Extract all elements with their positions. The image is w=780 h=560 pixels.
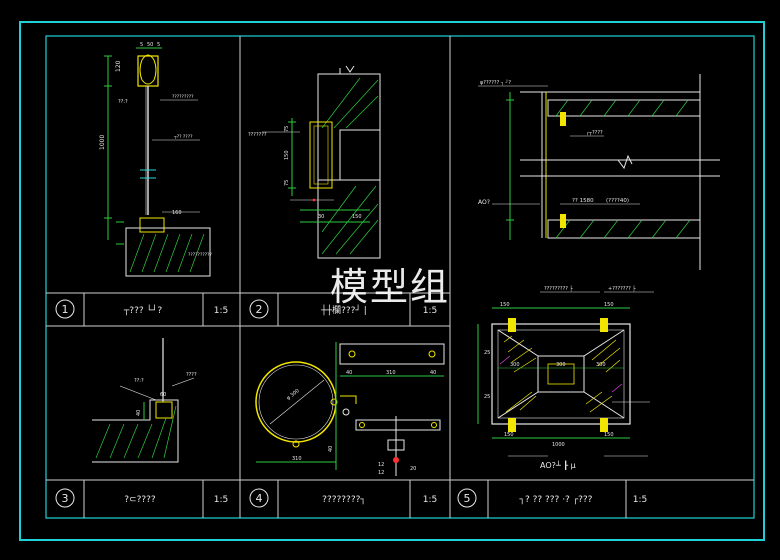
dim-label: 30	[318, 214, 324, 220]
detail-title: ┐? ?? ??? ·? ┌???	[519, 495, 593, 505]
inner-frame	[45, 35, 755, 519]
dim-label: 40	[136, 410, 142, 416]
hatch-pattern	[503, 335, 621, 413]
hatch-pattern	[555, 99, 691, 239]
note-label: +??????? ├	[608, 285, 636, 292]
title-cell-3: 3 ?⊂???? 1:5	[55, 480, 228, 518]
note-label: AO?	[478, 199, 490, 206]
title-cell-5: 5 ┐? ?? ??? ·? ┌??? 1:5	[457, 480, 647, 518]
dim-label: 300	[596, 362, 606, 368]
dim-label: 40	[430, 370, 436, 376]
detail-4-drawing: φ 300 310 40 310 40 12 12 20 40	[255, 342, 445, 476]
dim-label: 20	[410, 466, 416, 472]
outer-frame	[19, 21, 765, 541]
detail-5-section-drawing: φ?????? ┐ ┘? ┌┬???? ?? 1580 (????40) AO?	[478, 74, 720, 270]
dim-label: 5	[140, 42, 143, 48]
note-label: ?? 1580	[572, 198, 594, 204]
dim-label: 300	[510, 362, 520, 368]
dim-label: 120	[115, 60, 122, 72]
title-cell-2: 2 ┼┼欄???┘ | 1:5	[249, 293, 437, 326]
note-label: ??????????	[188, 252, 212, 258]
note-label: φ?????? ┐ ┘?	[480, 79, 511, 86]
hatch-pattern	[499, 355, 623, 393]
dim-label: 150	[604, 302, 614, 308]
detail-3-drawing: ??:? ???? 40 60	[92, 338, 197, 463]
dim-label: 5	[157, 42, 160, 48]
detail-1-drawing: 120 1000 5 50 5 ??:? ????????? ┬?? ???? …	[99, 42, 212, 277]
dim-label: 12	[378, 470, 384, 476]
title-cell-1: 1 ┬??? └┘? 1:5	[55, 293, 228, 326]
dim-label: 25	[484, 350, 490, 356]
sheet-grid	[46, 36, 754, 518]
detail-scale: 1:5	[214, 495, 228, 505]
note-label: ?????????	[172, 94, 194, 100]
dim-label: 25	[484, 394, 490, 400]
dim-label: 150	[604, 432, 614, 438]
detail-number-circle	[457, 488, 477, 508]
detail-number-circle	[249, 488, 269, 508]
detail-5-plan-drawing: 150 150 300 300 300 25 25 150 1000 150 ?…	[477, 285, 654, 470]
watermark-text: 模型组	[330, 265, 451, 309]
dim-label: 75	[284, 126, 290, 132]
dim-label: 150	[500, 302, 510, 308]
detail-title: ┼┼欄???┘ |	[320, 304, 366, 316]
detail-scale: 1:5	[423, 306, 437, 316]
dim-label: 300	[556, 362, 566, 368]
hatch-pattern	[321, 77, 379, 255]
detail-scale: 1:5	[214, 306, 228, 316]
plan-caption: AO?┴ ┠ µ	[540, 460, 576, 470]
dim-label: 310	[386, 370, 396, 376]
detail-number: 1	[62, 303, 69, 316]
note-label: ??:?	[118, 99, 128, 105]
detail-number-circle	[249, 299, 269, 319]
detail-number: 4	[256, 492, 263, 505]
note-label: ????	[186, 372, 197, 378]
detail-number-circle	[55, 299, 75, 319]
note-label: ┌┬????	[586, 130, 603, 136]
hatch-pattern	[129, 233, 205, 273]
dim-label: 75	[284, 180, 290, 186]
detail-number: 5	[464, 492, 471, 505]
note-label: ??:?	[134, 378, 144, 384]
dim-label: 12	[378, 462, 384, 468]
note-label: (????40)	[606, 198, 629, 204]
dim-label: 310	[292, 456, 302, 462]
title-cell-4: 4 ????????┐ 1:5	[249, 480, 437, 518]
detail-number: 2	[256, 303, 263, 316]
detail-scale: 1:5	[633, 495, 647, 505]
detail-2-drawing: 75 150 75 ??????? 30 150	[248, 65, 381, 259]
detail-title: ┬??? └┘?	[123, 304, 162, 316]
note-label: ???????	[248, 132, 267, 138]
note-label: ????????? ├	[544, 285, 573, 292]
dim-label: 50	[147, 42, 153, 48]
note-label: ┬?? ????	[173, 134, 193, 140]
detail-title: ?⊂????	[124, 495, 156, 505]
detail-scale: 1:5	[423, 495, 437, 505]
dim-label: 40	[346, 370, 352, 376]
dim-label: 150	[352, 214, 362, 220]
dim-label: 150	[504, 432, 514, 438]
dim-label: 40	[328, 446, 334, 452]
dim-label: φ 300	[286, 388, 301, 402]
dim-label: 60	[160, 392, 166, 398]
detail-title: ????????┐	[322, 495, 366, 505]
dim-label: 1000	[552, 442, 565, 448]
dim-label: 150	[284, 150, 290, 160]
detail-number-circle	[55, 488, 75, 508]
dim-label: 1000	[99, 135, 106, 150]
hatch-pattern	[95, 405, 177, 459]
dim-label: 160	[172, 210, 182, 216]
detail-number: 3	[62, 492, 69, 505]
